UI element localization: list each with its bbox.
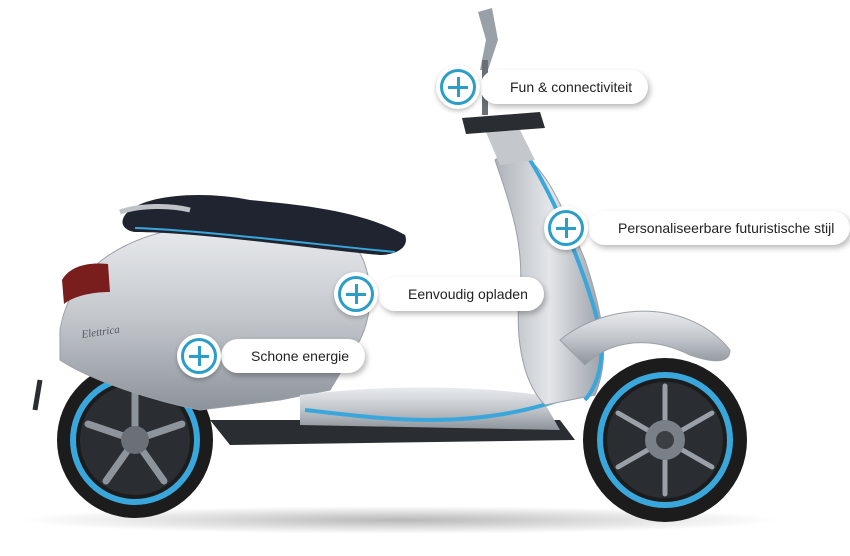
hotspot-label[interactable]: Eenvoudig opladen [378,277,544,311]
badge-text: Elettrica [80,324,121,341]
plus-icon[interactable] [177,334,221,378]
hotspot-label[interactable]: Personaliseerbare futuristische stijl [588,211,850,245]
plus-icon[interactable] [334,272,378,316]
hotspot-label[interactable]: Schone energie [221,339,366,373]
plus-icon[interactable] [544,206,588,250]
plus-icon[interactable] [436,65,480,109]
hotspot-label[interactable]: Fun & connectiviteit [480,70,649,104]
front-wheel [583,358,747,522]
